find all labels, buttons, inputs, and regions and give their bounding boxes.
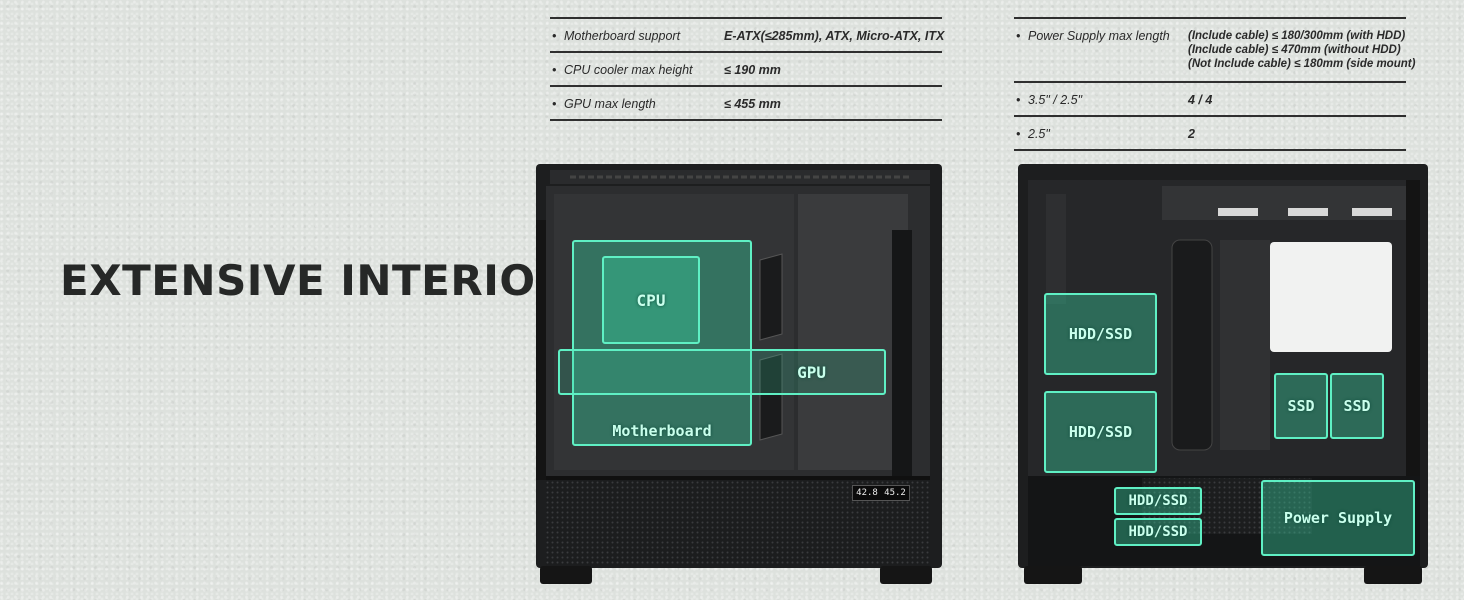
spec-label: Power Supply max length [1028,29,1170,43]
spec-value: ≤ 455 mm [724,97,781,111]
spec-table-left: • Motherboard support E-ATX(≤285mm), ATX… [550,17,945,121]
rear-window [1270,242,1392,352]
case-front-view: Motherboard CPU GPU 42.8 45.2 [530,160,946,588]
zone-hdd-ssd-4: HDD/SSD [1114,518,1202,546]
zone-ssd-1: SSD [1274,373,1328,439]
spec-value: 2 [1188,127,1195,141]
zone-hdd-ssd-label: HDD/SSD [1068,325,1133,343]
spec-row-ssd-bays: • 2.5" 2 [1014,117,1406,151]
spec-table-right: • Power Supply max length (Include cable… [1014,17,1415,151]
bullet: • [552,97,557,111]
case-foot [540,566,592,584]
bullet: • [1016,127,1021,141]
zone-hdd-ssd-2: HDD/SSD [1044,391,1157,473]
zone-cpu-label: CPU [636,290,666,310]
spec-value: 4 / 4 [1188,93,1213,107]
zone-power-supply: Power Supply [1261,480,1415,556]
zone-gpu-label: GPU [797,362,826,382]
rear-panel [798,194,908,470]
spec-row-psu-length: • Power Supply max length (Include cable… [1014,19,1415,83]
spec-value: E-ATX(≤285mm), ATX, Micro-ATX, ITX [724,29,945,43]
page-title: EXTENSIVE INTERIOR [60,256,569,305]
case-rear-illustration [1018,164,1428,584]
case-foot [1364,566,1422,584]
spec-value: (Include cable) ≤ 180/300mm (with HDD) (… [1188,30,1416,70]
zone-hdd-ssd-label: HDD/SSD [1128,524,1188,540]
bullet: • [1016,29,1021,43]
zone-cpu: CPU [602,256,700,344]
zone-hdd-ssd-label: HDD/SSD [1068,423,1133,441]
zone-hdd-ssd-1: HDD/SSD [1044,293,1157,375]
lcd-cpu-temp: 42.8 [856,488,878,498]
zone-hdd-ssd-label: HDD/SSD [1128,493,1188,509]
bullet: • [552,63,557,77]
spec-label: Motherboard support [564,29,681,43]
temperature-display: 42.8 45.2 [852,485,910,501]
zone-ssd-2: SSD [1330,373,1384,439]
zone-ssd-label: SSD [1287,397,1315,415]
spec-row-cpu-cooler: • CPU cooler max height ≤ 190 mm [550,53,942,87]
spec-value: ≤ 190 mm [724,63,781,77]
spec-row-motherboard: • Motherboard support E-ATX(≤285mm), ATX… [550,19,945,53]
zone-hdd-ssd-3: HDD/SSD [1114,487,1202,515]
case-front-illustration [536,164,942,584]
spec-label: CPU cooler max height [564,63,693,77]
bullet: • [1016,93,1021,107]
case-foot [1024,566,1082,584]
lcd-gpu-temp: 45.2 [884,488,906,498]
spec-row-drive-bays: • 3.5" / 2.5" 4 / 4 [1014,83,1406,117]
spec-row-gpu-length: • GPU max length ≤ 455 mm [550,87,942,121]
case-foot [880,566,932,584]
spec-label: 2.5" [1028,127,1050,141]
zone-motherboard-label: Motherboard [612,422,712,440]
spec-label: 3.5" / 2.5" [1028,93,1083,107]
zone-ssd-label: SSD [1343,397,1371,415]
zone-power-supply-label: Power Supply [1283,509,1393,527]
zone-gpu: GPU [558,349,886,395]
case-rear-view: HDD/SSD HDD/SSD SSD SSD HDD/SSD HDD/SSD … [1012,160,1434,588]
spec-label: GPU max length [564,97,656,111]
bullet: • [552,29,557,43]
top-vent [550,170,930,184]
